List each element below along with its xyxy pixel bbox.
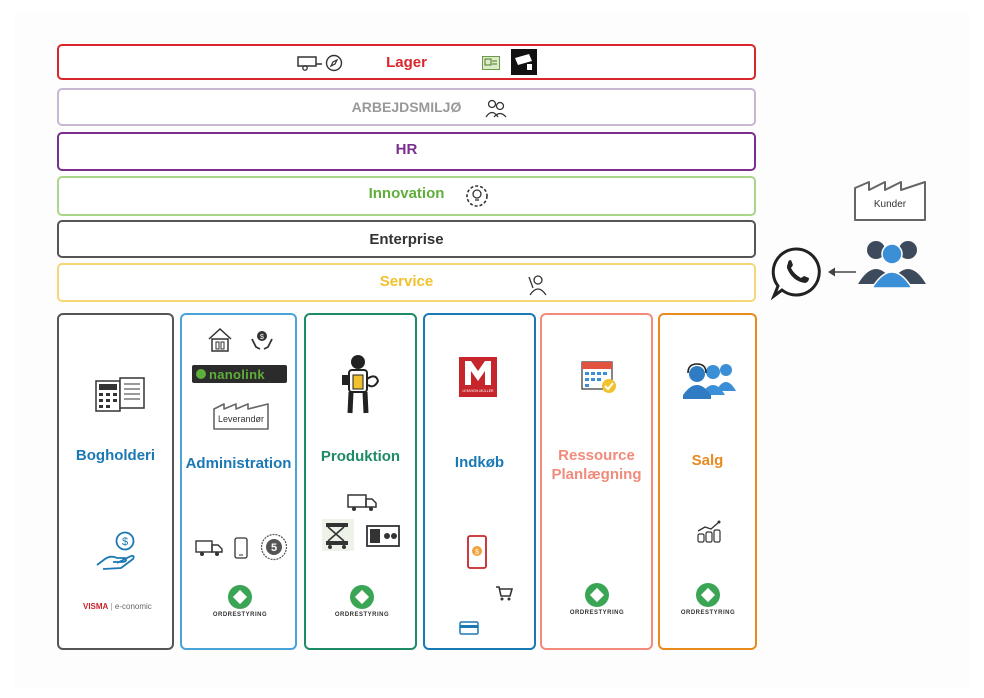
band-lager: Lager [57, 44, 756, 80]
workers-icon [485, 99, 507, 118]
column-administration: $ nanolink Leverandør Administration 5 O… [180, 313, 297, 650]
technician-icon [528, 275, 547, 296]
band-enterprise: Enterprise [57, 220, 756, 258]
band-arbejdsmiljo-label: ARBEJDSMILJØ [351, 99, 462, 115]
band-hr-label: HR [395, 141, 418, 158]
lm-mark [465, 361, 491, 385]
svg-text:$: $ [122, 536, 128, 548]
whatsapp-icon [770, 247, 821, 300]
credit-card-icon [459, 621, 479, 635]
growth-coins-icon [697, 520, 721, 543]
smart-home-icon [208, 327, 232, 352]
band-innovation: Innovation [57, 176, 756, 216]
band-service: Service [57, 263, 756, 302]
nanolink-text: nanolink [209, 366, 265, 382]
column-ressource: Ressource Planlægning ORDRESTYRING [540, 313, 653, 650]
trailer-icon [297, 56, 322, 71]
ordrestyring-mark [228, 585, 252, 609]
svg-text:5: 5 [271, 542, 277, 554]
column-salg-title: Salg [691, 452, 724, 469]
brand-divider: | [110, 602, 113, 611]
customers-icon [858, 241, 926, 289]
arrow-left-icon [828, 267, 856, 277]
supplier-factory-icon [213, 403, 269, 430]
visma-brand: VISMA | e-conomic [83, 602, 152, 611]
ordrestyring-mark [350, 585, 374, 609]
column-bogholderi: Bogholderi $ VISMA | e-conomic [57, 313, 174, 650]
ordrestyring-text: ORDRESTYRING [680, 610, 736, 616]
band-arbejdsmiljo: ARBEJDSMILJØ [57, 88, 756, 126]
column-indkob: LEMVIGH-MÜLLER Indkøb $ [423, 313, 536, 650]
column-ressource-title-line2: Planlægning [551, 466, 642, 483]
phone-payment-icon: $ [467, 535, 487, 569]
column-ressource-title-line1: Ressource [558, 447, 635, 464]
delivery-truck-icon [347, 494, 377, 511]
camera-icon [511, 49, 537, 75]
economic-label: e-conomic [114, 602, 152, 611]
hand-coin-icon: $ [96, 531, 135, 570]
lightbulb-gear-icon [466, 185, 488, 207]
svg-text:$: $ [260, 334, 264, 341]
visma-label: VISMA [83, 602, 109, 611]
support-team-icon [683, 363, 736, 399]
warranty-badge-icon: 5 [260, 533, 288, 561]
compass-icon [325, 54, 343, 72]
ordrestyring-text: ORDRESTYRING [569, 610, 625, 616]
svg-text:$: $ [475, 549, 479, 556]
column-bogholderi-title: Bogholderi [75, 447, 156, 464]
ordrestyring-mark [696, 583, 720, 607]
ordrestyring-logo-administration: ORDRESTYRING [205, 585, 275, 618]
calculator-invoice-icon [95, 377, 145, 412]
ordrestyring-text: ORDRESTYRING [334, 612, 390, 618]
column-indkob-title: Indkøb [454, 454, 505, 471]
ordrestyring-logo-ressource: ORDRESTYRING [562, 583, 632, 616]
band-hr: HR [57, 132, 756, 171]
column-administration-title: Administration [185, 455, 292, 472]
leverandor-label: Leverandør [217, 414, 265, 424]
lemvigh-muller-logo: LEMVIGH-MÜLLER [459, 357, 497, 397]
mobile-phone-icon [234, 537, 248, 559]
band-innovation-label: Innovation [368, 185, 445, 202]
band-service-label: Service [379, 273, 434, 290]
column-produktion: Produktion ORDRESTYRING [304, 313, 417, 650]
ordrestyring-logo-produktion: ORDRESTYRING [327, 585, 397, 618]
band-lager-label: Lager [386, 53, 427, 71]
lm-text: LEMVIGH-MÜLLER [462, 389, 494, 393]
delivery-truck-icon [195, 540, 223, 556]
band-enterprise-label: Enterprise [369, 230, 444, 248]
scissor-lift-icon [322, 519, 354, 551]
ordrestyring-logo-salg: ORDRESTYRING [673, 583, 743, 616]
ordrestyring-mark [585, 583, 609, 607]
ordrestyring-text: ORDRESTYRING [212, 612, 268, 618]
calendar-check-icon [581, 361, 616, 393]
shopping-cart-icon [496, 586, 513, 601]
hands-money-icon: $ [251, 331, 273, 350]
column-salg: Salg ORDRESTYRING [658, 313, 757, 650]
control-panel-icon [366, 525, 400, 547]
nanolink-logo: nanolink [192, 365, 287, 383]
nanolink-mark [196, 369, 206, 379]
electrician-icon [342, 355, 380, 414]
factory-icon [854, 181, 926, 221]
kunder-label: Kunder [873, 199, 907, 210]
green-card-icon [482, 56, 500, 70]
column-produktion-title: Produktion [320, 448, 401, 465]
